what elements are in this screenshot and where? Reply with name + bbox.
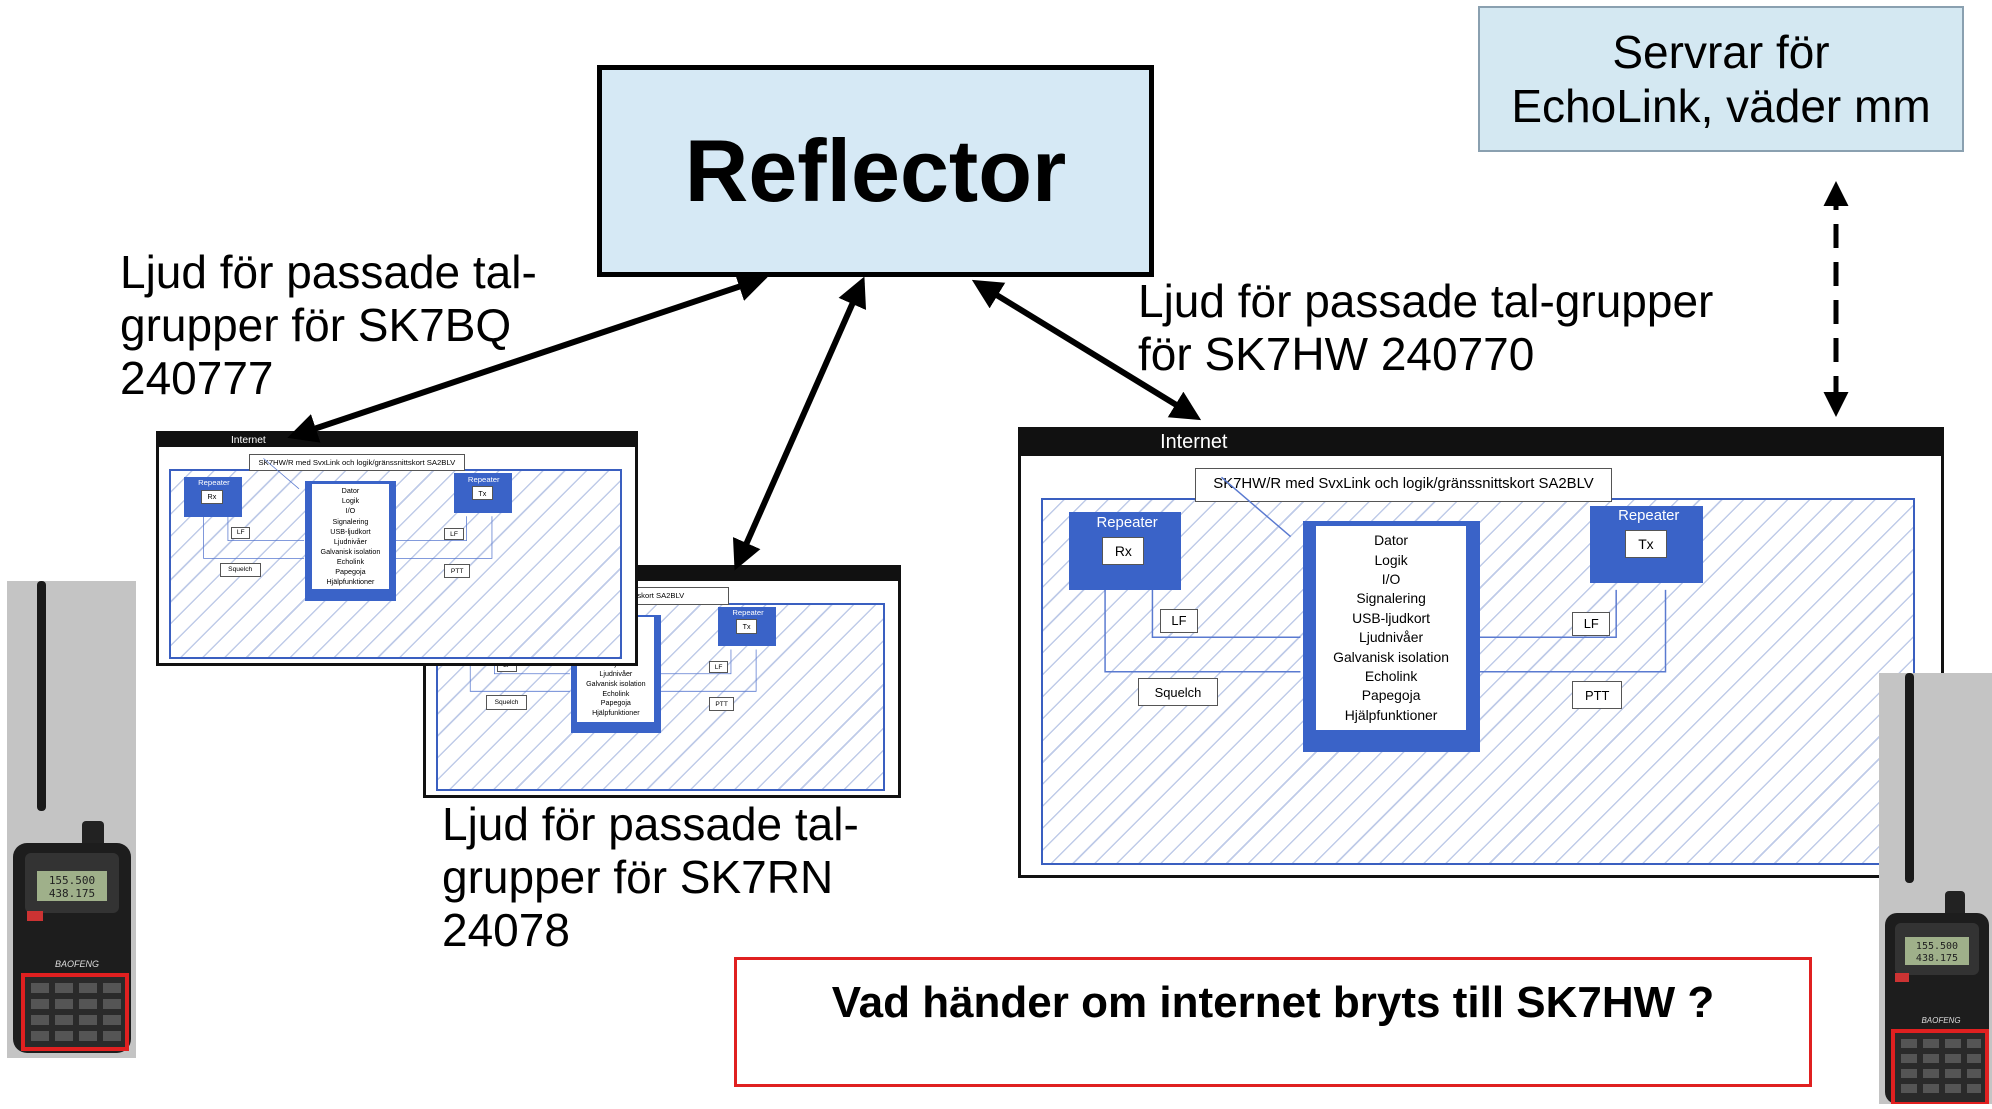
core-function-item: Papegoja [1361, 687, 1421, 704]
core-function-item: I/O [345, 506, 356, 516]
handheld-radio-right: 155.500 438.175 BAOFENG [1879, 673, 1992, 1106]
lf-box-out: LF [1572, 611, 1611, 636]
rx-box: Rx [1102, 537, 1145, 566]
ptt-box: PTT [444, 564, 470, 579]
core-function-item: Logik [341, 496, 360, 506]
radio-display-line-2: 438.175 [49, 887, 95, 900]
core-function-item: Echolink [336, 556, 365, 566]
rx-box: Rx [201, 489, 223, 504]
core-function-item: Echolink [602, 689, 630, 698]
core-function-item: USB-ljudkort [330, 526, 371, 536]
ptt-box: PTT [708, 696, 735, 712]
tx-box: Tx [1625, 530, 1667, 559]
core-function-item: USB-ljudkort [1352, 609, 1431, 626]
label-sk7hw-line-1: Ljud för passade tal-grupper [1138, 275, 1714, 327]
internet-bar: Internet [1021, 430, 1941, 456]
core-function-item: Ljudnivåer [1359, 629, 1424, 646]
repeater-label: Repeater [1618, 508, 1680, 525]
core-function-item: Papegoja [600, 699, 631, 708]
core-function-item: Galvanisk isolation [586, 679, 646, 688]
core-function-item: Galvanisk isolation [320, 546, 381, 556]
ptt-box: PTT [1572, 681, 1623, 710]
system-title-text: SK7HW/R med SvxLink och logik/gränssnitt… [258, 457, 456, 467]
servers-box: Servrar för EchoLink, väder mm [1478, 6, 1964, 152]
tx-box: Tx [735, 619, 758, 634]
core-function-item: Hjälpfunktioner [592, 709, 640, 718]
lf-box-in: LF [1160, 608, 1198, 633]
question-text: Vad händer om internet bryts till SK7HW … [831, 978, 1715, 1027]
reflector-box: Reflector [597, 65, 1154, 277]
core-function-item: I/O [1381, 571, 1401, 588]
label-sk7hw: Ljud för passade tal-grupper för SK7HW 2… [1138, 275, 1713, 381]
label-sk7rn-line-1: Ljud för passade tal- [442, 798, 859, 850]
squelch-box: Squelch [1138, 678, 1218, 707]
arrow-reflector-sk7rn [732, 276, 867, 571]
question-box: Vad händer om internet bryts till SK7HW … [734, 957, 1812, 1087]
repeater-label: Repeater [732, 608, 764, 618]
signal-lines [1104, 476, 1667, 673]
label-sk7bq-line-3: 240777 [120, 352, 274, 404]
system-title: SK7HW/R med SvxLink och logik/gränssnitt… [248, 453, 465, 471]
core-function-item: Signalering [332, 516, 369, 526]
system-title: SK7HW/R med SvxLink och logik/gränssnitt… [1194, 467, 1613, 502]
core-function-item: Signalering [1356, 590, 1426, 607]
label-sk7hw-line-2: för SK7HW 240770 [1138, 328, 1535, 380]
internet-label: Internet [230, 435, 266, 446]
tx-box: Tx [471, 485, 494, 501]
repeater-label: Repeater [198, 478, 230, 488]
arrow-reflector-sk7bq [287, 272, 768, 443]
core-function-item: Dator [341, 486, 360, 496]
arrow-reflector-sk7hw [971, 279, 1202, 421]
core-function-item: Hjälpfunktioner [1344, 706, 1438, 723]
core-function-item: Hjälpfunktioner [326, 576, 375, 586]
core-function-item: Ljudnivåer [333, 536, 368, 546]
radio-display-line-2: 438.175 [1916, 953, 1958, 964]
radio-display-line-1: 155.500 [1916, 941, 1958, 952]
radio-brand: BAOFENG [1921, 1016, 1960, 1025]
lf-box-out: LF [444, 528, 464, 541]
core-function-item: Echolink [1364, 667, 1418, 684]
signal-lines [203, 458, 493, 559]
core-function-item: Galvanisk isolation [1333, 648, 1449, 665]
core-function-item: Ljudnivåer [599, 669, 633, 678]
radio-icon: 155.500 438.175 BAOFENG [1885, 673, 1989, 1106]
squelch-box: Squelch [486, 695, 527, 710]
label-sk7rn: Ljud för passade tal- grupper för SK7RN … [442, 798, 859, 957]
core-function-item: Papegoja [335, 566, 366, 576]
servers-line-1: Servrar för [1612, 26, 1830, 78]
squelch-box: Squelch [219, 562, 261, 577]
label-sk7rn-line-2: grupper för SK7RN [442, 851, 834, 903]
core-function-item: Logik [1374, 551, 1408, 568]
internet-label: Internet [1160, 431, 1228, 453]
repeater-label: Repeater [1096, 515, 1158, 532]
system-title-text: SK7HW/R med SvxLink och logik/gränssnitt… [1213, 475, 1594, 492]
radio-icon: 155.500 438.175 BAOFENG [13, 581, 131, 1053]
repeater-label: Repeater [467, 474, 500, 484]
radio-brand: BAOFENG [55, 959, 99, 969]
core-function-item: Dator [1374, 532, 1409, 549]
diagram-sk7rn: Internetink och logik/gränssnittskort SA… [423, 565, 901, 798]
reflector-label: Reflector [684, 121, 1067, 220]
radio-display-line-1: 155.500 [49, 874, 95, 887]
servers-line-2: EchoLink, väder mm [1511, 80, 1931, 132]
label-sk7rn-line-3: 24078 [442, 904, 570, 956]
handheld-radio-left: 155.500 438.175 BAOFENG [7, 581, 136, 1058]
lf-box-out: LF [708, 661, 729, 674]
lf-box-in: LF [230, 526, 251, 539]
